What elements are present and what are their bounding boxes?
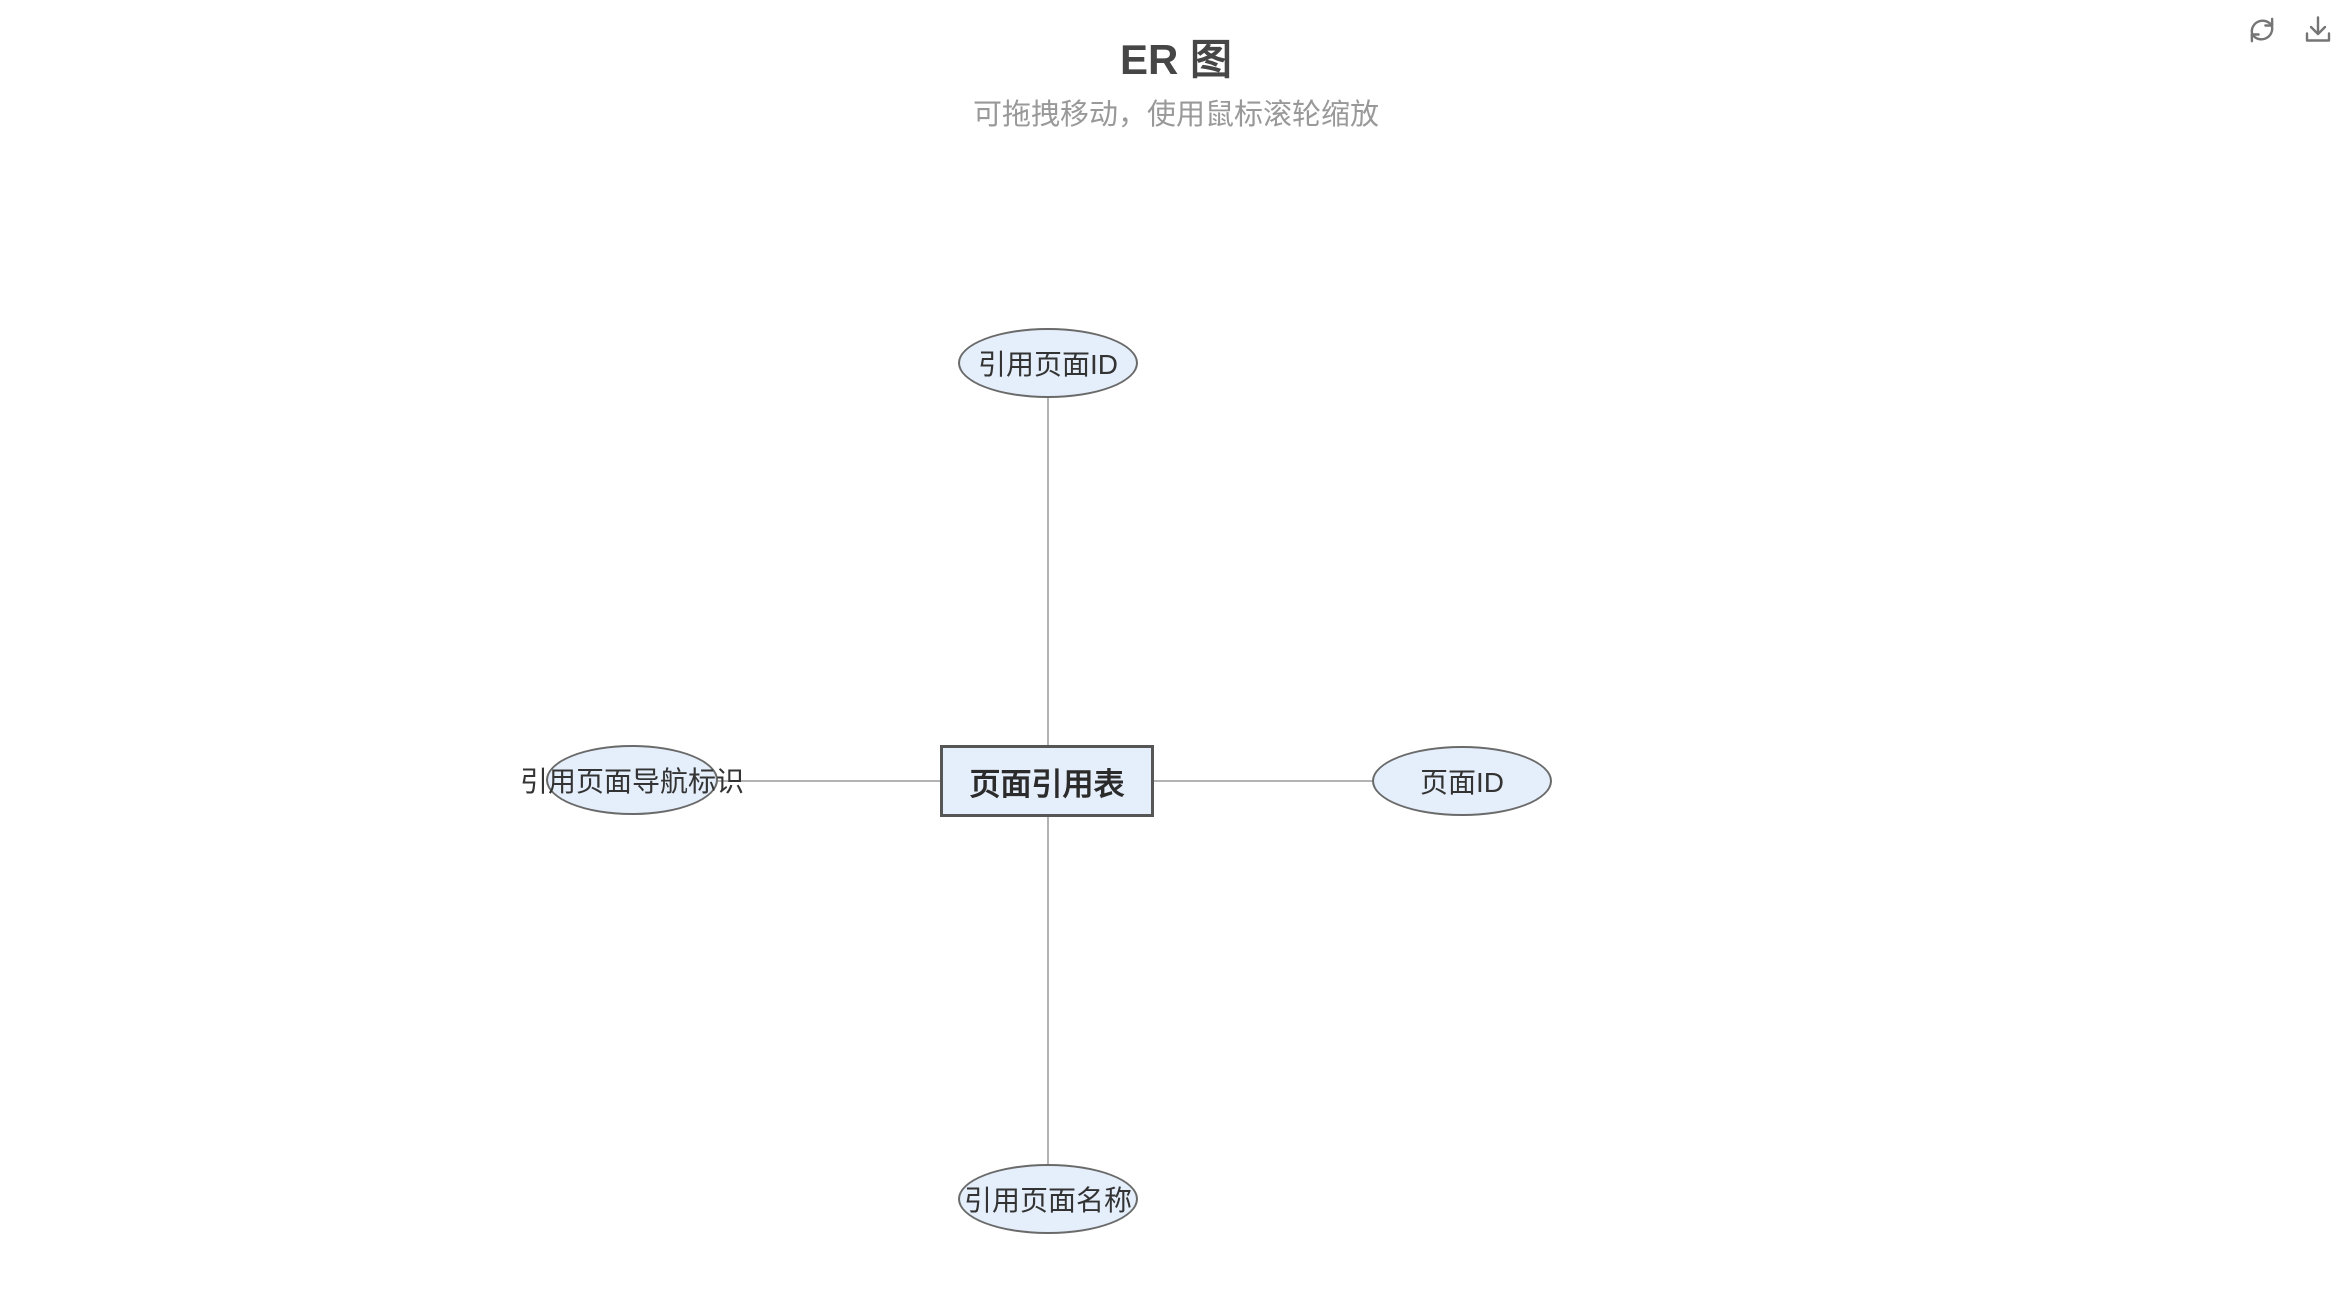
attribute-node-top[interactable]: 引用页面ID [958,328,1138,398]
toolbar [2244,12,2336,48]
attribute-node-left[interactable]: 引用页面导航标识 [520,745,744,815]
entity-node-page-reference-table[interactable]: 页面引用表 [940,745,1154,817]
page-subtitle: 可拖拽移动，使用鼠标滚轮缩放 [972,99,1379,131]
header: ER 图 可拖拽移动，使用鼠标滚轮缩放 [0,0,2352,132]
attribute-node-right[interactable]: 页面ID [1372,746,1552,816]
attribute-node-bottom[interactable]: 引用页面名称 [958,1164,1138,1234]
refresh-icon[interactable] [2244,12,2280,48]
download-icon[interactable] [2300,12,2336,48]
page-title: ER 图 [1119,36,1232,83]
